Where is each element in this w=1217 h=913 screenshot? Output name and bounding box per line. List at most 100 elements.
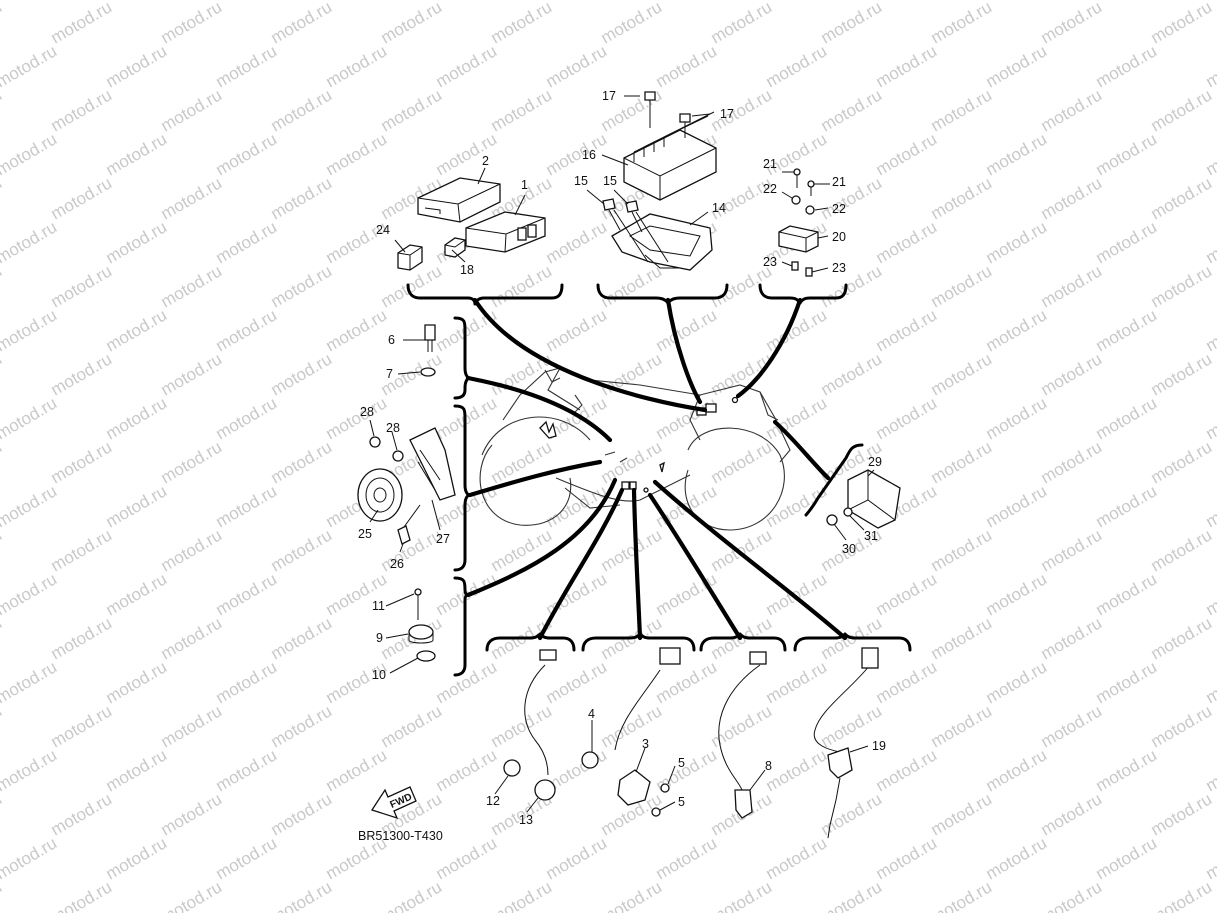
- callout-21a: 21: [763, 157, 777, 171]
- watermark-text: motod.ru: [818, 85, 886, 135]
- watermark-text: motod.ru: [983, 41, 1051, 91]
- watermark-text: motod.ru: [928, 261, 996, 311]
- watermark-text: motod.ru: [0, 481, 60, 531]
- callout-10: 10: [372, 668, 386, 682]
- watermark-text: motod.ru: [1093, 657, 1161, 707]
- watermark-text: motod.ru: [48, 613, 116, 663]
- watermark-text: motod.ru: [158, 877, 226, 913]
- watermark-text: motod.ru: [983, 393, 1051, 443]
- watermark-text: motod.ru: [268, 789, 336, 839]
- callout-13: 13: [519, 813, 533, 827]
- watermark-text: motod.ru: [1148, 261, 1216, 311]
- callout-15b: 15: [603, 174, 617, 188]
- watermark-text: motod.ru: [48, 877, 116, 913]
- watermark-text: motod.ru: [158, 525, 226, 575]
- watermark-text: motod.ru: [48, 525, 116, 575]
- callout-7: 7: [386, 367, 393, 381]
- watermark-text: motod.ru: [0, 0, 5, 47]
- callout-5b: 5: [678, 795, 685, 809]
- watermark-text: motod.ru: [653, 833, 721, 883]
- watermark-text: motod.ru: [1093, 745, 1161, 795]
- watermark-text: motod.ru: [0, 745, 60, 795]
- watermark-text: motod.ru: [103, 129, 171, 179]
- watermark-text: motod.ru: [0, 789, 5, 839]
- watermark-text: motod.ru: [213, 129, 281, 179]
- watermark-text: motod.ru: [1148, 0, 1216, 47]
- callout-28a: 28: [360, 405, 374, 419]
- watermark-text: motod.ru: [1203, 657, 1217, 707]
- watermark-text: motod.ru: [433, 745, 501, 795]
- watermark-text: motod.ru: [0, 525, 5, 575]
- watermark-text: motod.ru: [1148, 877, 1216, 913]
- watermark-text: motod.ru: [103, 833, 171, 883]
- watermark-text: motod.ru: [1203, 129, 1217, 179]
- watermark-text: motod.ru: [433, 0, 501, 3]
- watermark-text: motod.ru: [1038, 877, 1106, 913]
- callout-1: 1: [521, 178, 528, 192]
- callout-8: 8: [765, 759, 772, 773]
- watermark-text: motod.ru: [213, 745, 281, 795]
- watermark-text: motod.ru: [543, 217, 611, 267]
- watermark-text: motod.ru: [268, 701, 336, 751]
- watermark-text: motod.ru: [1148, 437, 1216, 487]
- part-group-left: [357, 324, 456, 662]
- watermark-text: motod.ru: [1203, 481, 1217, 531]
- watermark-text: motod.ru: [1093, 217, 1161, 267]
- watermark-text: motod.ru: [1093, 481, 1161, 531]
- watermark-text: motod.ru: [268, 525, 336, 575]
- watermark-text: motod.ru: [158, 85, 226, 135]
- watermark-text: motod.ru: [763, 481, 831, 531]
- watermark-text: motod.ru: [873, 41, 941, 91]
- watermark-text: motod.ru: [1038, 261, 1106, 311]
- watermark-text: motod.ru: [1093, 833, 1161, 883]
- watermark-text: motod.ru: [928, 437, 996, 487]
- callout-21b: 21: [832, 175, 846, 189]
- watermark-text: motod.ru: [268, 349, 336, 399]
- watermark-text: motod.ru: [708, 0, 776, 47]
- watermark-text: motod.ru: [48, 0, 116, 47]
- watermark-text: motod.ru: [818, 789, 886, 839]
- watermark-text: motod.ru: [763, 833, 831, 883]
- callout-6: 6: [388, 333, 395, 347]
- watermark-text: motod.ru: [268, 85, 336, 135]
- watermark-text: motod.ru: [0, 217, 60, 267]
- callout-4: 4: [588, 707, 595, 721]
- watermark-text: motod.ru: [158, 613, 226, 663]
- watermark-text: motod.ru: [983, 217, 1051, 267]
- callout-17b: 17: [720, 107, 734, 121]
- watermark-text: motod.ru: [0, 613, 5, 663]
- part-group-reflector: [826, 469, 901, 529]
- callout-12: 12: [486, 794, 500, 808]
- callout-30: 30: [842, 542, 856, 556]
- watermark-text: motod.ru: [48, 349, 116, 399]
- watermark-text: motod.ru: [378, 0, 446, 47]
- watermark-text: motod.ru: [103, 217, 171, 267]
- watermark-text: motod.ru: [763, 41, 831, 91]
- watermark-text: motod.ru: [488, 0, 556, 47]
- watermark-text: motod.ru: [1038, 437, 1106, 487]
- watermark-text: motod.ru: [213, 41, 281, 91]
- watermark-text: motod.ru: [0, 657, 60, 707]
- watermark-text: motod.ru: [983, 481, 1051, 531]
- callout-23a: 23: [763, 255, 777, 269]
- watermark-text: motod.ru: [103, 0, 171, 3]
- watermark-text: motod.ru: [213, 481, 281, 531]
- watermark-text: motod.ru: [983, 745, 1051, 795]
- watermark-text: motod.ru: [928, 525, 996, 575]
- watermark-text: motod.ru: [213, 657, 281, 707]
- watermark-text: motod.ru: [873, 833, 941, 883]
- watermark-text: motod.ru: [1038, 349, 1106, 399]
- watermark-text: motod.ru: [653, 569, 721, 619]
- watermark-text: motod.ru: [653, 305, 721, 355]
- watermark-text: motod.ru: [0, 833, 60, 883]
- watermark-text: motod.ru: [1038, 0, 1106, 47]
- callout-9: 9: [376, 631, 383, 645]
- watermark-text: motod.ru: [103, 569, 171, 619]
- watermark-text: motod.ru: [0, 437, 5, 487]
- watermark-text: motod.ru: [488, 525, 556, 575]
- watermark-text: motod.ru: [378, 701, 446, 751]
- watermark-text: motod.ru: [323, 393, 391, 443]
- watermark-text: motod.ru: [48, 173, 116, 223]
- callout-26: 26: [390, 557, 404, 571]
